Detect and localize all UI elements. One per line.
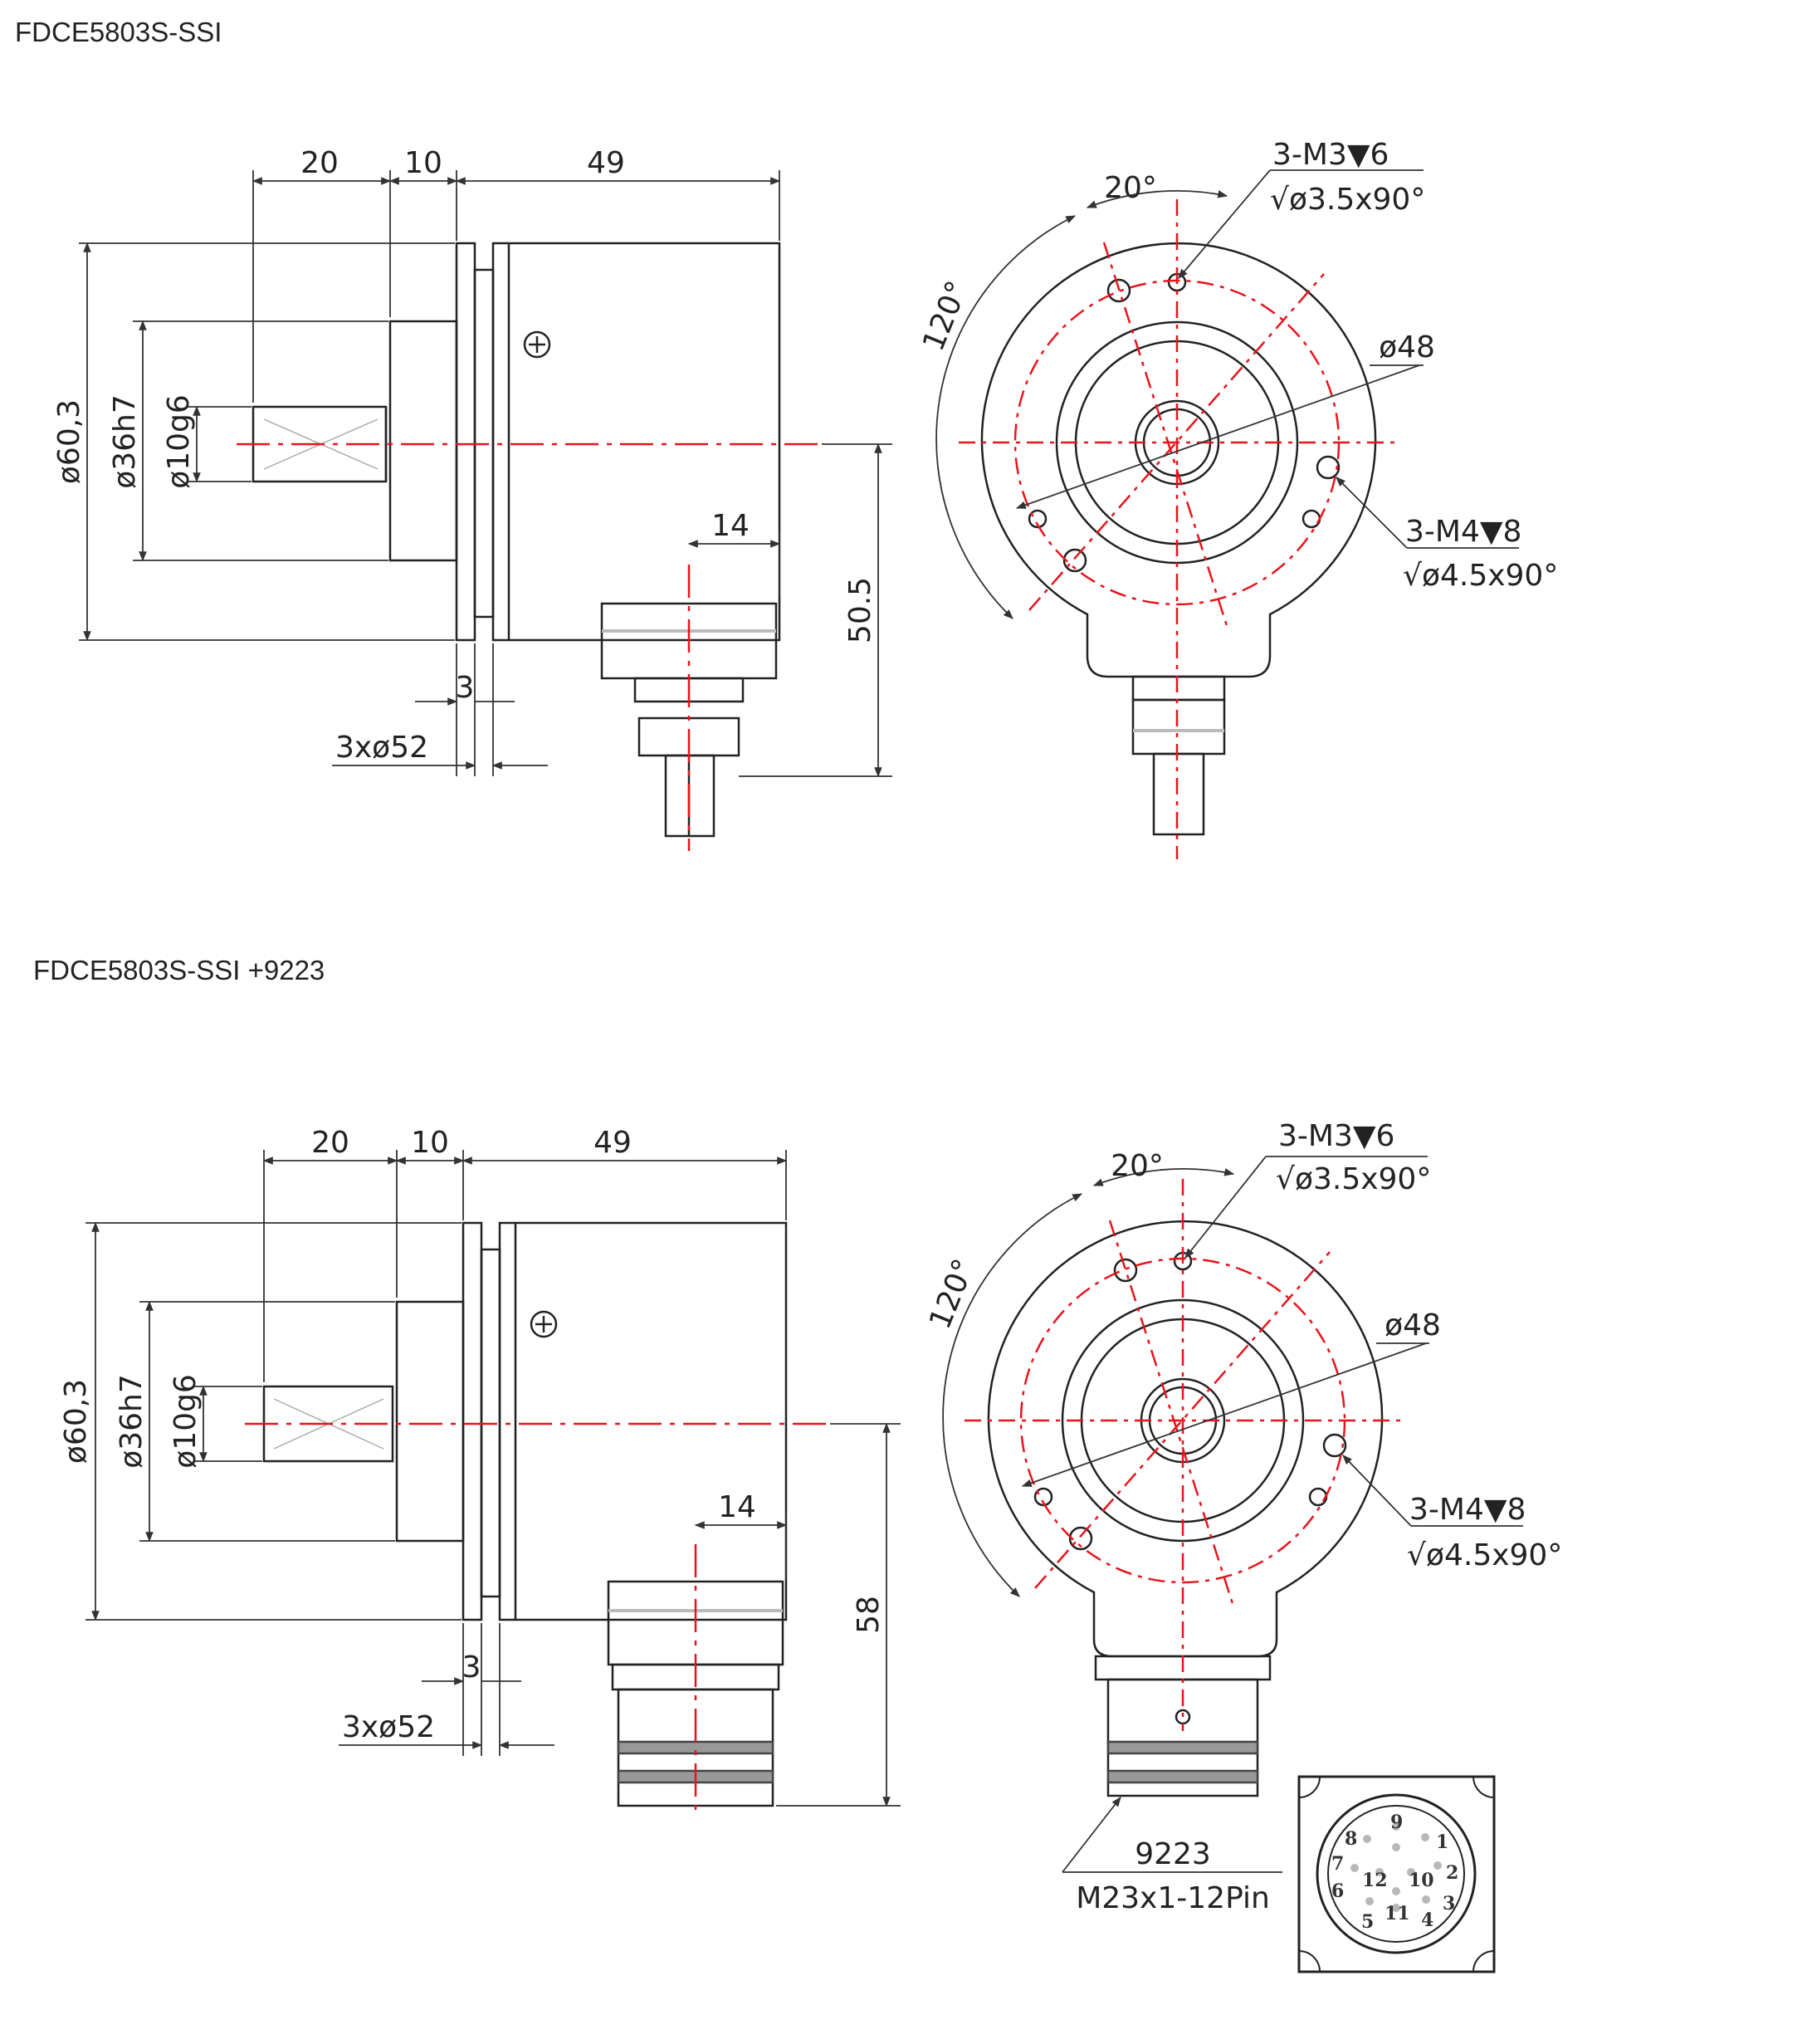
m3-countersink-callout: √ø3.5x90°: [1270, 183, 1425, 217]
dim-spigot-diameter: ø36h7: [108, 394, 142, 489]
m3-thread-callout: 3-M3▼6: [1272, 138, 1389, 172]
m4-hole: [1322, 1433, 1347, 1458]
dim-shaft-diameter: ø10g6: [168, 1374, 203, 1469]
front-dimension-labels: 20° 120° ø48 3-M3▼6 √ø3.5x90° 3-M4▼8 √ø4…: [923, 1119, 1562, 1915]
side-dimensions: [79, 170, 892, 778]
center-lines: [245, 1422, 830, 1814]
pin-1: 1: [1436, 1831, 1448, 1853]
dim-height: 50.5: [843, 577, 877, 643]
housing-outline: [980, 242, 1377, 678]
pin-5: 5: [1361, 1911, 1374, 1933]
dim-flange: 3xø52: [335, 731, 428, 765]
screw-icon: [523, 330, 551, 359]
flange: [455, 242, 476, 642]
m4-countersink-callout: √ø4.5x90°: [1407, 1538, 1562, 1572]
spigot: [388, 320, 458, 562]
dim-angle-120: 120°: [916, 276, 975, 356]
m4-countersink-callout: √ø4.5x90°: [1403, 559, 1558, 593]
dim-10: 10: [411, 1126, 449, 1160]
dim-20: 20: [311, 1126, 349, 1160]
front-center-lines: [959, 199, 1394, 859]
pin-4: 4: [1421, 1910, 1433, 1931]
center-lines: [237, 443, 822, 851]
front-dimensions: [935, 169, 1519, 619]
side-dimension-labels: 20 10 49 ø60,3 ø36h7 ø10g6 14 58 3 3xø52: [59, 1126, 886, 1744]
dim-body-diameter: ø60,3: [59, 1379, 93, 1464]
m3-countersink-callout: √ø3.5x90°: [1276, 1162, 1431, 1196]
m3-hole: [1113, 1258, 1138, 1283]
dim-angle-20: 20°: [1111, 1149, 1164, 1183]
front-dimensions: [942, 1156, 1523, 1873]
dim-flange: 3xø52: [342, 1710, 435, 1744]
dim-angle-20: 20°: [1104, 171, 1157, 205]
dim-49: 49: [593, 1126, 632, 1160]
housing-outline: [987, 1220, 1384, 1658]
drawing-2: 20 10 49 ø60,3 ø36h7 ø10g6 14 58 3 3xø52: [59, 1119, 1562, 1973]
dim-height: 58: [852, 1596, 886, 1634]
pin-10: 10: [1409, 1870, 1434, 1891]
side-dimensions: [85, 1150, 901, 1807]
dim-body-diameter: ø60,3: [52, 399, 86, 484]
dim-spigot-diameter: ø36h7: [115, 1374, 149, 1469]
front-view: [980, 242, 1377, 836]
connector-code: 9223: [1135, 1837, 1211, 1871]
encoder-body: [491, 242, 781, 642]
cable: [1152, 752, 1205, 836]
pin-12: 12: [1362, 1870, 1388, 1891]
dim-20: 20: [300, 146, 339, 180]
pin-11: 11: [1385, 1903, 1410, 1924]
dim-49: 49: [587, 146, 625, 180]
dim-d48: ø48: [1385, 1308, 1441, 1342]
front-dimension-labels: 20° 120° ø48 3-M3▼6 √ø3.5x90° 3-M4▼8 √ø4…: [916, 138, 1558, 593]
flange: [462, 1221, 483, 1621]
pin-6: 6: [1331, 1880, 1344, 1902]
m4-thread-callout: 3-M4▼8: [1409, 1493, 1526, 1527]
drawing-title: FDCE5803S-SSI: [15, 17, 222, 47]
m3-hole: [1106, 278, 1131, 303]
screw-icon: [530, 1310, 558, 1338]
spigot: [395, 1300, 465, 1543]
dim-3: 3: [456, 671, 475, 705]
side-dimension-labels: 20 10 49 ø60,3 ø36h7 ø10g6 14 50.5 3 3xø…: [52, 146, 877, 765]
m3-thread-callout: 3-M3▼6: [1278, 1119, 1394, 1153]
dim-10: 10: [404, 146, 442, 180]
pin-3: 3: [1443, 1893, 1455, 1914]
drawing-1: 20 10 49 ø60,3 ø36h7 ø10g6 14 50.5 3 3xø…: [52, 138, 1558, 859]
connector-spec: M23x1-12Pin: [1076, 1881, 1270, 1915]
m4-hole: [1316, 455, 1341, 480]
m4-thread-callout: 3-M4▼8: [1405, 515, 1521, 549]
pin-7: 7: [1331, 1853, 1344, 1875]
pin-8: 8: [1345, 1828, 1357, 1850]
dim-shaft-diameter: ø10g6: [162, 394, 196, 489]
encoder-body: [498, 1221, 788, 1621]
drawing-title: FDCE5803S-SSI +9223: [33, 955, 325, 985]
dim-14: 14: [711, 509, 750, 543]
connector-pinout: 1 2 3 4 5 6 7 8 9 10 11 12: [1297, 1775, 1496, 1973]
pin-9: 9: [1390, 1812, 1403, 1833]
dim-3: 3: [462, 1650, 481, 1685]
side-view: [252, 242, 781, 838]
pin-2: 2: [1446, 1862, 1458, 1884]
dim-angle-120: 120°: [923, 1254, 982, 1334]
dim-14: 14: [718, 1490, 756, 1524]
gland-nut: [1131, 675, 1226, 702]
front-center-lines: [965, 1179, 1401, 1731]
dim-d48: ø48: [1379, 330, 1435, 364]
